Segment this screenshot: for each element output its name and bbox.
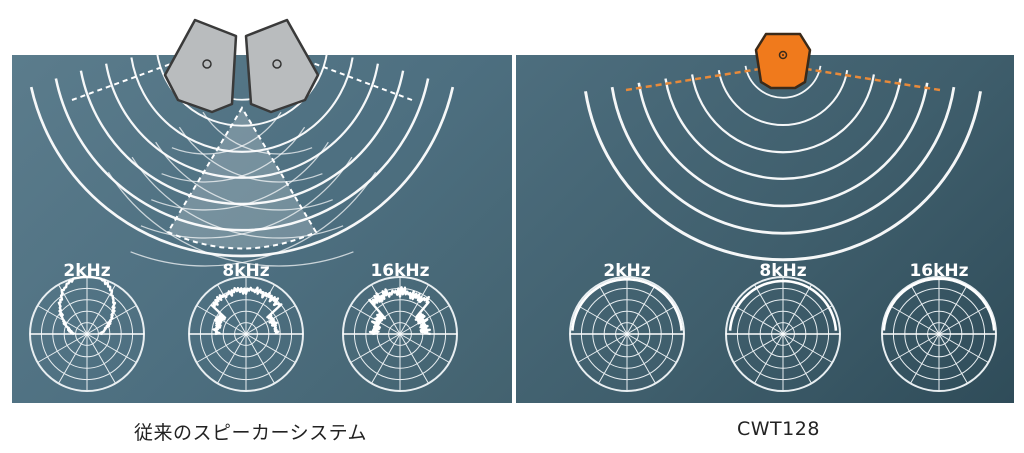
conv-polar-8khz — [189, 277, 303, 391]
conv-label-16khz: 16kHz — [370, 261, 429, 281]
conv-polar-16khz — [343, 277, 457, 391]
conv-label-8khz: 8kHz — [222, 261, 269, 281]
cwt-label-2khz: 2kHz — [603, 261, 650, 281]
cwt128-caption: CWT128 — [737, 418, 820, 440]
cwt-polar-8khz — [726, 277, 840, 391]
cwt-label-8khz: 8kHz — [759, 261, 806, 281]
interference-zone — [168, 108, 316, 249]
wave-arc — [666, 79, 901, 179]
cwt-polar-16khz — [882, 277, 996, 391]
speaker-right-icon — [246, 20, 318, 112]
cwt-label-16khz: 16kHz — [909, 261, 968, 281]
conv-polar-2khz — [30, 277, 144, 391]
conv-label-2khz: 2kHz — [63, 261, 110, 281]
cwt128-coverage-edge-right — [800, 68, 940, 90]
speaker-left-icon — [165, 20, 236, 112]
wave-arc — [612, 87, 954, 233]
cwt128-coverage-edge-left — [626, 68, 766, 90]
polar-plots — [30, 277, 996, 391]
wave-arc — [639, 83, 927, 206]
cwt-polar-2khz — [570, 277, 684, 391]
cwt128-speaker-icon — [756, 34, 810, 88]
conventional-caption: 従来のスピーカーシステム — [134, 418, 367, 445]
cwt128-wave-arcs — [586, 66, 981, 260]
